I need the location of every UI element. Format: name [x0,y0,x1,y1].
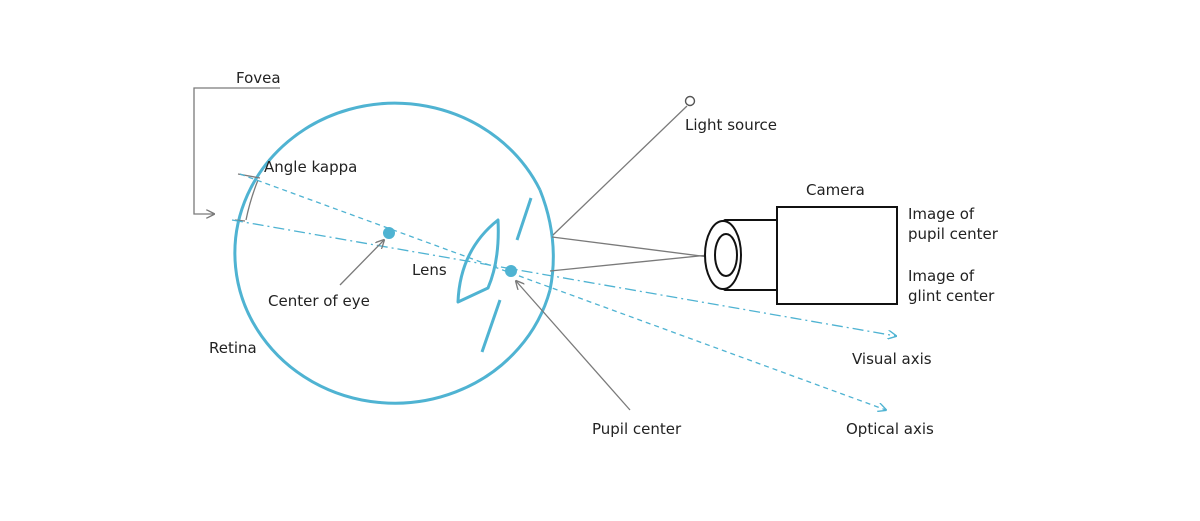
cornea [538,189,555,291]
label-image-pupil-line1: Image of [908,205,975,223]
label-center-of-eye: Center of eye [268,292,370,310]
camera-body [776,206,898,305]
label-camera: Camera [806,181,865,199]
iris-lower [480,299,502,353]
angle-kappa-arc [245,179,259,221]
eyeball-outline [233,101,552,405]
center-of-eye-leader [339,240,384,286]
optical-axis-line [239,173,886,410]
label-retina: Retina [209,339,257,357]
light-source-icon [684,95,696,107]
camera-lens-inner [714,233,738,277]
label-optical-axis: Optical axis [846,420,934,438]
pupil-center-dot [505,265,517,277]
fovea-leader [193,87,280,214]
iris-upper [515,197,533,241]
center-of-eye-dot [383,227,395,239]
label-light-source: Light source [685,116,777,134]
label-image-glint-line1: Image of [908,267,975,285]
visual-axis-line [231,219,896,336]
pupil-center-leader [516,281,631,411]
light-source-line [552,105,688,236]
label-visual-axis: Visual axis [852,350,932,368]
label-pupil-center: Pupil center [592,420,682,438]
label-angle-kappa: Angle kappa [264,158,357,176]
label-image-glint-line2: glint center [908,287,995,305]
label-lens: Lens [412,261,447,279]
label-image-pupil-line2: pupil center [908,225,999,243]
label-fovea: Fovea [236,69,281,87]
